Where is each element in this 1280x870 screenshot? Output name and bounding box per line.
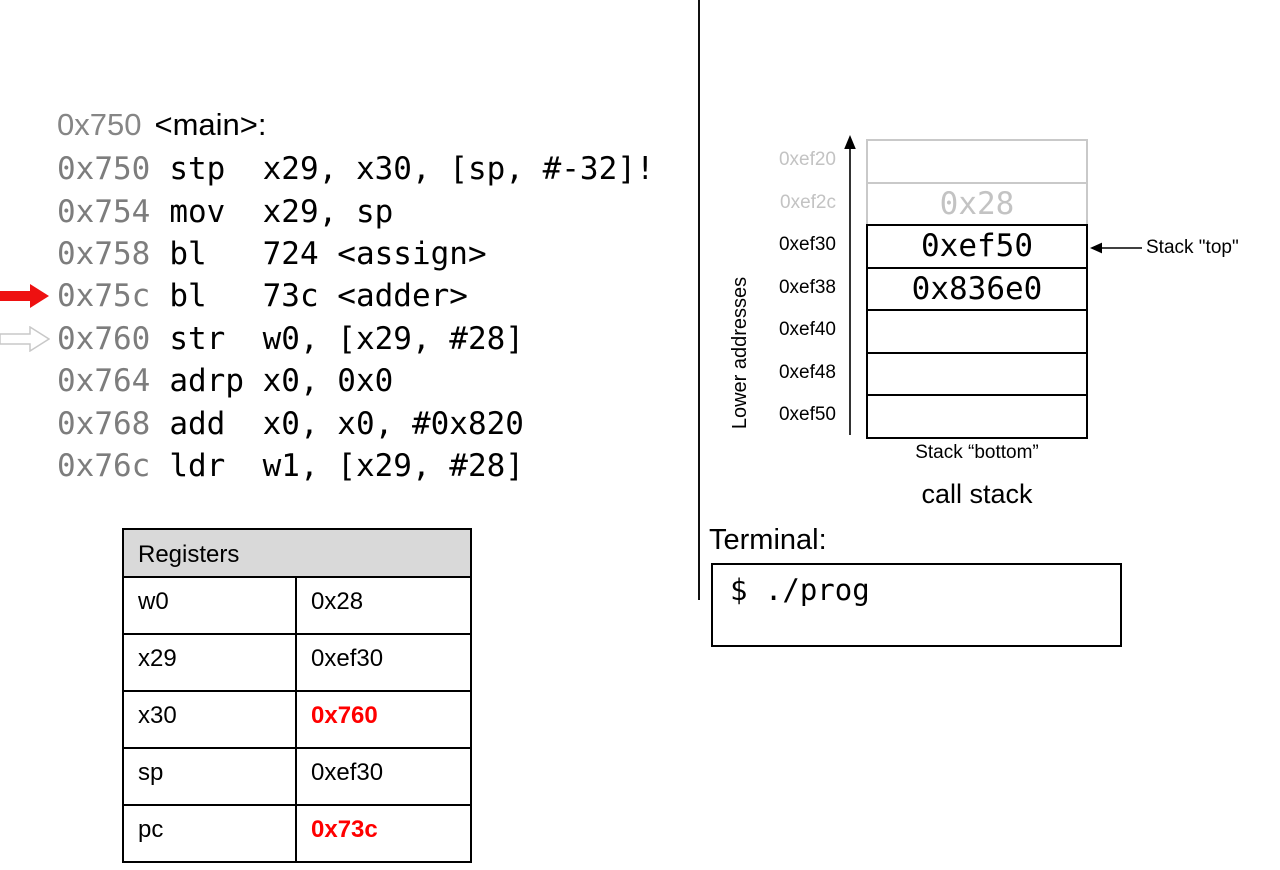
assembly-line: 0x754 mov x29, sp bbox=[0, 190, 655, 232]
stack-address: 0xef48 bbox=[778, 361, 836, 383]
register-value: 0xef30 bbox=[295, 747, 472, 806]
instruction-text: adrp x0, 0x0 bbox=[169, 363, 394, 400]
register-value: 0x28 bbox=[295, 576, 472, 635]
stack-cell: 0x836e0 bbox=[866, 266, 1088, 311]
stack-cell-top: 0xef50 bbox=[866, 224, 1088, 269]
stack-address: 0xef2c bbox=[780, 191, 836, 213]
white-arrow-icon bbox=[0, 325, 50, 352]
assembly-line-current: 0x75c bl 73c <adder> bbox=[0, 275, 655, 317]
instruction-text: ldr w1, [x29, #28] bbox=[169, 447, 524, 484]
terminal-label: Terminal: bbox=[709, 524, 827, 556]
marker-slot bbox=[0, 325, 57, 352]
stack-top-pointer-icon bbox=[1090, 242, 1142, 254]
assembly-listing: 0x750 <main>: 0x750 stp x29, x30, [sp, #… bbox=[0, 102, 655, 487]
register-row: pc 0x73c bbox=[122, 804, 472, 863]
register-name: w0 bbox=[122, 576, 297, 635]
instruction-text: bl 73c <adder> bbox=[169, 278, 468, 315]
stack-cell-popped bbox=[866, 139, 1088, 184]
assembly-function-header: 0x750 <main>: bbox=[0, 102, 655, 148]
instruction-address: 0x750 bbox=[57, 151, 151, 188]
register-row: sp 0xef30 bbox=[122, 747, 472, 806]
stack-cells: 0x28 0xef50 0x836e0 bbox=[866, 139, 1088, 439]
lower-addresses-axis-label: Lower addresses bbox=[729, 276, 751, 430]
register-value-highlighted: 0x760 bbox=[295, 690, 472, 749]
instruction-address: 0x76c bbox=[57, 447, 151, 484]
assembly-line-return-target: 0x760 str w0, [x29, #28] bbox=[0, 318, 655, 360]
instruction-text: stp x29, x30, [sp, #-32]! bbox=[169, 151, 655, 188]
instruction-text: add x0, x0, #0x820 bbox=[169, 405, 524, 442]
stack-top-label: Stack "top" bbox=[1146, 237, 1239, 258]
stack-address: 0xef50 bbox=[778, 404, 836, 425]
assembly-line: 0x768 add x0, x0, #0x820 bbox=[0, 402, 655, 444]
register-name: sp bbox=[122, 747, 297, 806]
stack-cell bbox=[866, 309, 1088, 354]
register-name: x29 bbox=[122, 633, 297, 692]
instruction-address: 0x758 bbox=[57, 235, 151, 272]
terminal-window: $ ./prog bbox=[711, 563, 1122, 647]
red-arrow-icon bbox=[0, 284, 49, 309]
call-stack-title: call stack bbox=[921, 479, 1033, 509]
register-row: x29 0xef30 bbox=[122, 633, 472, 692]
stack-address: 0xef30 bbox=[778, 234, 836, 255]
register-name: x30 bbox=[122, 690, 297, 749]
assembly-line: 0x764 adrp x0, 0x0 bbox=[0, 360, 655, 402]
instruction-text: mov x29, sp bbox=[169, 193, 394, 230]
register-name: pc bbox=[122, 804, 297, 863]
register-value-highlighted: 0x73c bbox=[295, 804, 472, 863]
instruction-address: 0x760 bbox=[57, 320, 151, 357]
vertical-divider bbox=[698, 0, 700, 600]
instruction-address: 0x75c bbox=[57, 278, 151, 315]
instruction-text: str w0, [x29, #28] bbox=[169, 320, 524, 357]
terminal-prompt-line: $ ./prog bbox=[730, 573, 870, 607]
registers-table-header: Registers bbox=[122, 528, 472, 578]
register-row: w0 0x28 bbox=[122, 576, 472, 635]
stack-cell-popped: 0x28 bbox=[866, 181, 1088, 226]
assembly-line: 0x76c ldr w1, [x29, #28] bbox=[0, 445, 655, 487]
assembly-line: 0x758 bl 724 <assign> bbox=[0, 233, 655, 275]
stack-address: 0xef38 bbox=[778, 276, 836, 298]
stack-address: 0xef20 bbox=[778, 149, 836, 170]
instruction-address: 0x764 bbox=[57, 363, 151, 400]
register-value: 0xef30 bbox=[295, 633, 472, 692]
instruction-address: 0x754 bbox=[57, 193, 151, 230]
instruction-address: 0x768 bbox=[57, 405, 151, 442]
marker-slot bbox=[0, 283, 57, 309]
stack-address: 0xef40 bbox=[778, 319, 836, 340]
up-arrow-icon bbox=[844, 135, 856, 435]
register-row: x30 0x760 bbox=[122, 690, 472, 749]
stack-cell bbox=[866, 351, 1088, 396]
function-name: <main>: bbox=[154, 107, 267, 142]
stack-address-labels: 0xef20 0xef2c 0xef30 0xef38 0xef40 0xef4… bbox=[752, 139, 836, 437]
instruction-text: bl 724 <assign> bbox=[169, 235, 487, 272]
stack-cell bbox=[866, 394, 1088, 439]
stack-bottom-label: Stack “bottom” bbox=[915, 442, 1039, 463]
function-address: 0x750 bbox=[57, 107, 142, 142]
registers-table: Registers w0 0x28 x29 0xef30 x30 0x760 s… bbox=[122, 528, 472, 863]
assembly-line: 0x750 stp x29, x30, [sp, #-32]! bbox=[0, 148, 655, 190]
